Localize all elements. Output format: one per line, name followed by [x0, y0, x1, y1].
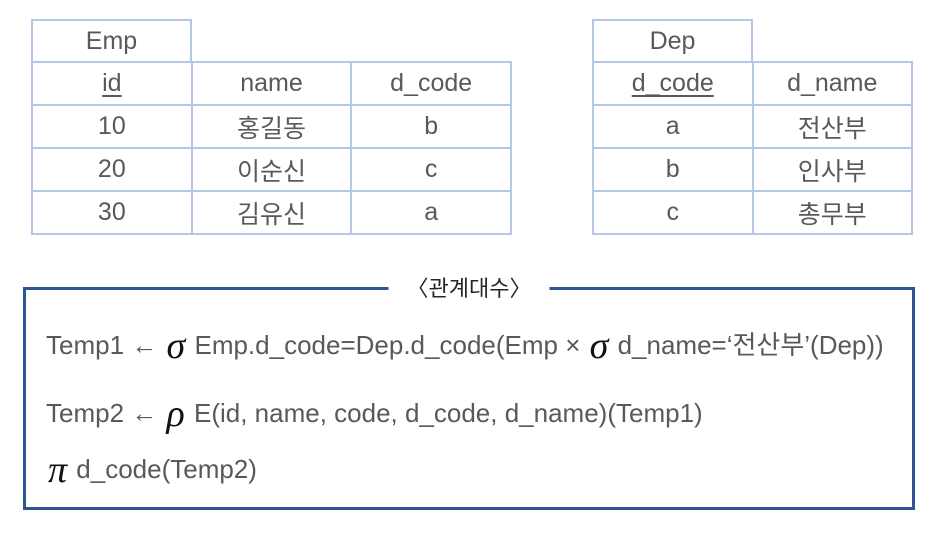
greek-operator: ρ — [166, 393, 185, 435]
table-cell: 김유신 — [190, 190, 353, 235]
emp-table-name: Emp — [31, 19, 192, 61]
table-cell: c — [592, 190, 754, 235]
table-cell: b — [592, 147, 754, 192]
expression-text: Temp1 ← — [46, 330, 165, 360]
column-header: d_name — [751, 61, 913, 106]
greek-operator: σ — [589, 325, 609, 367]
column-header: name — [190, 61, 353, 106]
relational-algebra-title: 〈관계대수〉 — [388, 275, 550, 303]
temp2-expression: Temp2 ← ρ E(id, name, code, d_code, d_na… — [46, 395, 703, 433]
table-cell: a — [350, 190, 512, 235]
table-cell: 전산부 — [751, 104, 913, 149]
table-cell: 이순신 — [190, 147, 353, 192]
greek-operator: π — [48, 449, 68, 491]
projection-expression: π d_code(Temp2) — [46, 451, 257, 489]
table-cell: 20 — [31, 147, 193, 192]
temp1-expression: Temp1 ← σ Emp.d_code=Dep.d_code(Emp × σ … — [46, 327, 884, 365]
key-column-header: id — [31, 61, 193, 106]
column-header: d_code — [350, 61, 512, 106]
expression-text: d_code(Temp2) — [69, 454, 257, 484]
table-cell: c — [350, 147, 512, 192]
expression-text: Emp.d_code=Dep.d_code(Emp × — [187, 330, 588, 360]
dep-table-name: Dep — [592, 19, 753, 61]
table-cell: 총무부 — [751, 190, 913, 235]
relational-algebra-box: 〈관계대수〉 Temp1 ← σ Emp.d_code=Dep.d_code(E… — [23, 275, 915, 510]
table-cell: b — [350, 104, 512, 149]
expression-text: E(id, name, code, d_code, d_name)(Temp1) — [186, 398, 703, 428]
expression-text: Temp2 ← — [46, 398, 165, 428]
table-cell: 30 — [31, 190, 193, 235]
table-cell: 인사부 — [751, 147, 913, 192]
expression-text: d_name=‘전산부’(Dep)) — [610, 330, 884, 360]
table-cell: a — [592, 104, 754, 149]
table-cell: 홍길동 — [190, 104, 353, 149]
table-cell: 10 — [31, 104, 193, 149]
greek-operator: σ — [166, 325, 186, 367]
key-column-header: d_code — [592, 61, 754, 106]
